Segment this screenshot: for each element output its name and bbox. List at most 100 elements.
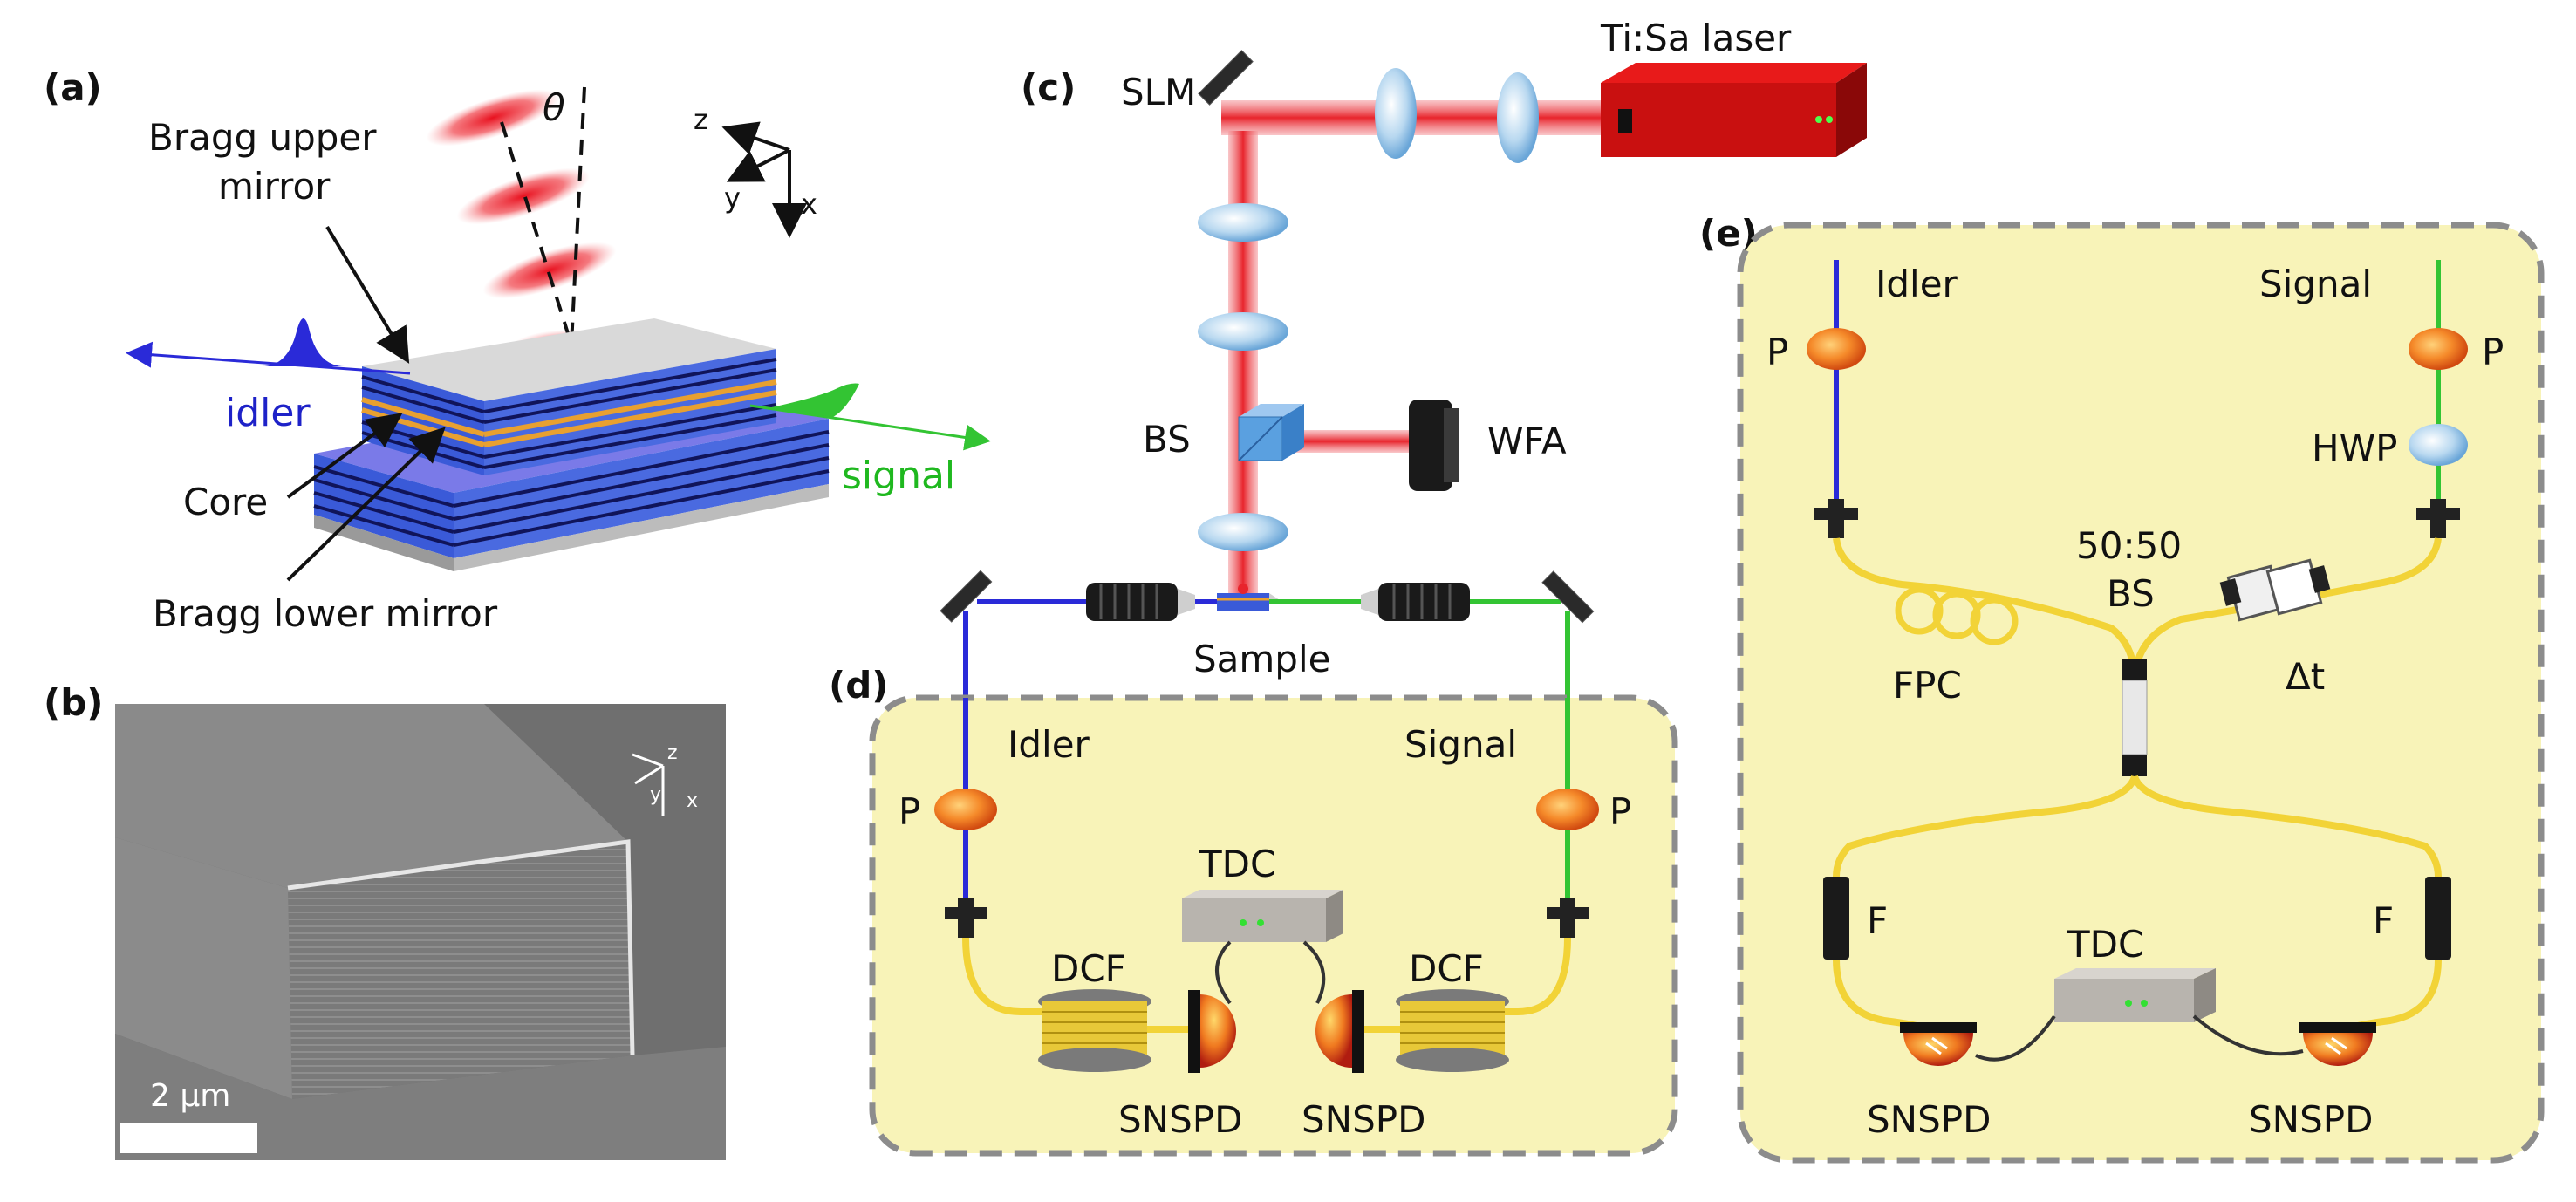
mirror-left <box>940 570 993 623</box>
bs-cube-side <box>1282 404 1304 461</box>
sem-axis-x-label: x <box>687 790 698 812</box>
e-fpc-label: FPC <box>1893 664 1962 707</box>
e-tdc-side <box>2194 968 2216 1022</box>
e-polarizer-left <box>1807 328 1866 370</box>
sem-axis-y <box>634 764 664 785</box>
d-snspd-left <box>1188 990 1236 1073</box>
bragg-upper-leader <box>325 225 410 364</box>
bs-diagonal <box>1238 416 1283 461</box>
e-coupler-right <box>2416 499 2460 538</box>
laser-beam-horizontal <box>1221 100 1614 135</box>
pump-pulse-2 <box>456 167 591 225</box>
e-p-right-label: P <box>2482 331 2504 373</box>
core-label: Core <box>183 481 268 523</box>
axis-x-label: x <box>801 188 817 221</box>
d-snspd-right <box>1315 990 1364 1073</box>
d-idler-label: Idler <box>1008 723 1090 766</box>
sem-axis-z-label: z <box>667 742 678 764</box>
e-tdc-body <box>2054 979 2194 1022</box>
d-polarizer-left <box>934 789 997 830</box>
d-dcf-left-label: DCF <box>1051 947 1126 990</box>
bs-label: BS <box>1143 418 1191 461</box>
bragg-upper-label-2: mirror <box>218 165 331 208</box>
sample-label: Sample <box>1193 638 1330 680</box>
d-snspd-left-label: SNSPD <box>1118 1098 1242 1141</box>
theta-label: θ <box>543 86 565 129</box>
e-filter-left <box>1823 877 1849 960</box>
e-bs-body <box>2122 680 2148 755</box>
lens-5 <box>1198 513 1288 551</box>
bragg-lower-leader <box>286 427 446 582</box>
signal-arrow <box>749 404 991 451</box>
mirror-right <box>1541 570 1595 624</box>
laser-label: Ti:Sa laser <box>1600 17 1792 59</box>
objective-right <box>1361 583 1470 621</box>
sem-edge <box>287 839 635 1056</box>
e-f-left-label: F <box>1867 899 1888 942</box>
e-polarizer-right <box>2409 328 2468 370</box>
wfa-face <box>1444 408 1459 482</box>
normal-axis <box>570 86 586 345</box>
sem-side-face <box>288 842 632 1099</box>
idler-label: idler <box>225 391 311 435</box>
laser-led-1 <box>1815 116 1822 123</box>
d-tdc-body <box>1182 898 1326 942</box>
sem-left-face <box>115 837 292 1099</box>
scale-bar-label: 2 µm <box>150 1078 230 1114</box>
d-dcf-right-label: DCF <box>1409 947 1484 990</box>
slm-label: SLM <box>1121 71 1196 113</box>
e-fiber-out-right <box>2131 775 2442 878</box>
e-bs-ratio-label: 50:50 <box>2076 524 2182 567</box>
panel-d: Idler Signal P P DCF DCF <box>869 694 1678 1157</box>
e-signal-label: Signal <box>2259 263 2372 305</box>
e-bs-label: BS <box>2107 572 2155 615</box>
e-tdc-label: TDC <box>2067 923 2143 966</box>
e-bs-bottom-cap <box>2122 755 2147 776</box>
e-hwp <box>2409 424 2468 466</box>
d-dcf-spool-left <box>1038 989 1151 1072</box>
e-snspd-right-label: SNSPD <box>2249 1098 2373 1141</box>
bragg-upper-label-1: Bragg upper <box>148 116 377 159</box>
wfa-label: WFA <box>1487 420 1567 462</box>
e-coupler-left <box>1814 499 1858 538</box>
e-snspd-right <box>2299 1022 2376 1066</box>
d-fiber-right <box>1500 937 1571 1015</box>
e-cable-right <box>2192 1014 2304 1056</box>
panel-a: θ z y x <box>126 86 991 635</box>
e-snspd-left <box>1900 1022 1977 1066</box>
laser-top <box>1601 63 1867 83</box>
e-tdc-led-1 <box>2125 1000 2132 1007</box>
d-coupler-left <box>945 898 987 938</box>
e-fiber-out-left <box>1833 775 2138 878</box>
d-snspd-right-label: SNSPD <box>1302 1098 1425 1141</box>
signal-pulse <box>768 383 859 417</box>
sample-body <box>1217 593 1269 611</box>
axis-z-arrow <box>721 121 790 155</box>
d-tdc-top <box>1182 890 1343 898</box>
sem-substrate <box>115 1034 726 1160</box>
e-fiber-idler <box>1833 537 2136 664</box>
sem-top-face <box>115 704 628 888</box>
d-tdc-side <box>1326 890 1343 942</box>
panel-b-label: (b) <box>44 681 103 724</box>
e-filter-right <box>2425 877 2451 960</box>
d-tdc-led-2 <box>1257 919 1264 926</box>
d-cable-left <box>1215 940 1232 1005</box>
wfa-body <box>1409 400 1452 491</box>
idler-arrow <box>126 341 411 375</box>
e-delay <box>2219 558 2331 622</box>
pump-pulse-1 <box>426 89 560 147</box>
objective-left <box>1086 583 1195 621</box>
laser-aperture <box>1618 109 1632 133</box>
d-cable-right <box>1302 940 1326 1004</box>
lens-2 <box>1497 72 1539 163</box>
e-fpc <box>1895 586 2019 645</box>
panel-c: SLM Ti:Sa laser BS WFA Sample <box>940 17 1867 916</box>
laser-side <box>1836 63 1867 157</box>
lens-3 <box>1198 203 1288 242</box>
axis-z-label: z <box>694 103 708 136</box>
e-delay-label: Δt <box>2286 655 2325 698</box>
slm-mirror <box>1198 50 1254 106</box>
sample-spot <box>1238 584 1248 594</box>
